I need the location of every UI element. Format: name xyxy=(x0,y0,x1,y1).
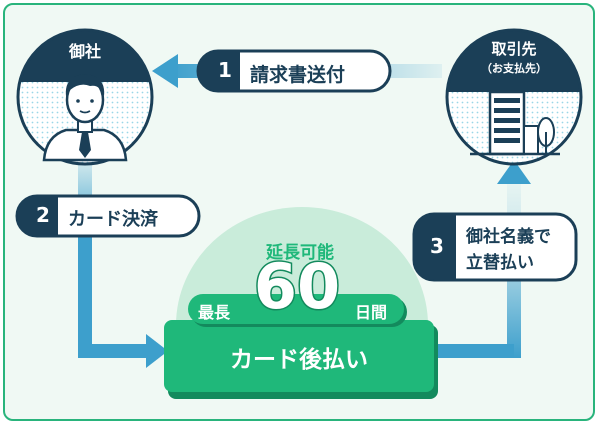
step2-pill xyxy=(15,194,201,238)
step1-number: 1 xyxy=(218,58,232,82)
building-icon xyxy=(470,90,560,156)
step2-number: 2 xyxy=(36,203,50,227)
businessman-icon xyxy=(42,74,128,162)
client-label: 取引先 xyxy=(491,40,537,58)
step1-pill xyxy=(196,49,392,93)
days-suffix: 日間 xyxy=(355,303,388,322)
service-name: カード後払い xyxy=(230,347,368,373)
step3-label-line1: 御社名義で xyxy=(466,227,551,247)
max-prefix: 最長 xyxy=(198,303,231,322)
client-sublabel: （お支払先） xyxy=(481,62,547,75)
extension-label: 延長可能 xyxy=(266,243,334,263)
days-value: 60 xyxy=(252,250,341,323)
card-afterpay-box xyxy=(164,294,438,399)
step1-label: 請求書送付 xyxy=(250,64,346,86)
step3-pill xyxy=(412,212,578,282)
step2-label: カード決済 xyxy=(68,209,158,230)
step3-number: 3 xyxy=(430,234,444,258)
step3-label-line2: 立替払い xyxy=(466,253,534,273)
company-label: 御社 xyxy=(68,42,101,61)
arrow-card-payment xyxy=(78,160,168,368)
